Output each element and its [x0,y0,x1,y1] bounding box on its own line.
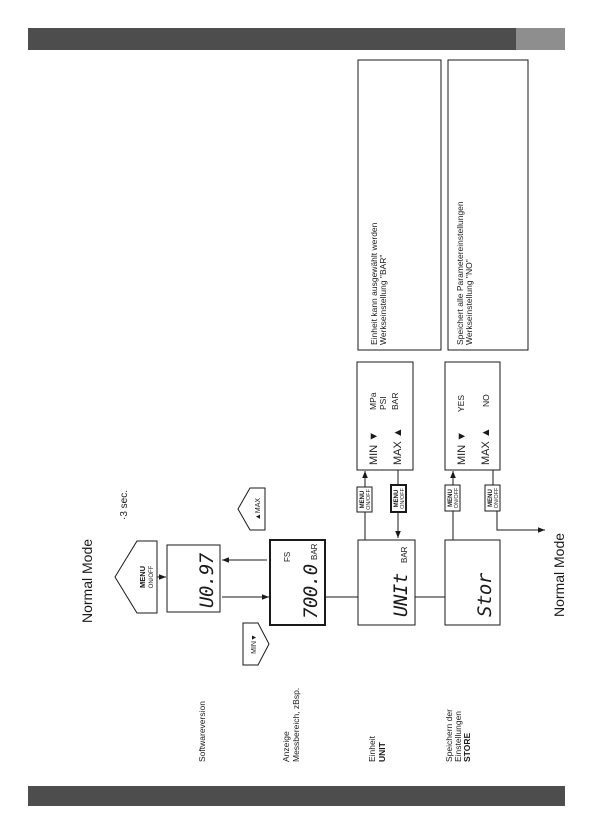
menu-key-store-confirm-outline [484,484,501,512]
unit-description-box [357,59,442,351]
display-store-value: Stor [474,572,496,617]
label-store-bold: STORE [462,733,472,762]
label-range-line1: Anzeige [281,731,291,762]
store-selection-max: MAX ▲ [480,427,492,465]
max-button-outline [237,487,266,531]
label-store-line1: Speichern der [444,709,454,762]
display-software-version-value: U0.97 [196,552,218,608]
menu-button-subtitle: ON/OFF [149,565,155,588]
display-range-prefix: FS [283,552,292,562]
unit-description-line1: Einheit kann ausgewählt werden [369,222,379,345]
display-range [269,539,326,626]
menu-key-unit-enter-subtitle: ON/OFF [366,488,372,509]
display-unit-unit: BAR [400,546,409,563]
label-unit-line1: Einheit [367,735,377,762]
store-description-line2: Werkseinstellung "NO" [464,259,474,345]
label-unit-bold: UNIT [377,741,387,762]
unit-selection-max: MAX ▲ [392,427,404,465]
menu-button-start: MENU ON/OFF [114,540,158,614]
menu-key-store-confirm-title: MENU [488,489,494,507]
label-range-line2: Messbereich, zBsp. [291,688,301,762]
store-selection-min: MIN ▼ [456,431,468,465]
arrow-store-to-normal-mode [496,511,545,533]
store-selection-box [444,361,501,471]
store-description-line1: Speichert alle Parametereinstellungen [455,201,465,345]
display-store [444,539,501,626]
menu-key-unit-confirm: MENU ON/OFF [390,484,407,513]
header-tab [516,28,565,50]
menu-key-unit-confirm-title: MENU [394,490,400,508]
menu-key-unit-confirm-subtitle: ON/OFF [400,487,406,508]
store-description-box [447,59,529,351]
menu-key-store-confirm-subtitle: ON/OFF [494,487,500,508]
menu-key-store-enter-subtitle: ON/OFF [454,487,460,508]
label-store-line2: Einstellungen [453,711,463,762]
min-button-outline [242,622,270,666]
menu-button-outline [114,540,158,614]
min-button-label: MIN▼ [251,634,258,654]
display-unit [357,539,416,626]
unit-description-line2: Werkseinstellung "BAR" [378,255,388,345]
display-unit-value: UNIt [390,573,412,617]
unit-option-psi: PSI [378,396,388,410]
normal-mode-start-label: Normal Mode [79,539,95,623]
max-button: ▲MAX [237,487,266,531]
menu-key-store-enter: MENU ON/OFF [444,484,461,512]
menu-key-unit-enter-title: MENU [360,491,366,509]
unit-option-bar: BAR [390,393,400,410]
display-software-version [166,544,221,613]
label-software-version: Softwareversion [197,701,207,762]
store-option-no: NO [481,394,491,407]
menu-flow-diagram: Normal Mode MENU ON/OFF ·3 sec. Software… [79,59,567,762]
menu-key-store-enter-title: MENU [448,489,454,507]
unit-selection-box [356,361,414,471]
menu-button-title: MENU [138,566,147,588]
menu-key-store-confirm: MENU ON/OFF [484,484,501,512]
display-range-value: 700.0 [300,564,322,619]
header-bar [28,28,516,50]
footer-bar [28,786,565,806]
unit-option-mpa: MPa [368,392,378,410]
store-option-yes: YES [456,395,466,412]
display-range-unit: BAR [310,543,319,560]
max-button-label: ▲MAX [255,498,262,520]
menu-key-unit-enter: MENU ON/OFF [356,486,373,513]
normal-mode-end-label: Normal Mode [551,533,567,617]
unit-selection-min: MIN ▼ [368,431,380,465]
hold-time-hint: ·3 sec. [119,490,130,520]
min-button: MIN▼ [242,622,270,666]
